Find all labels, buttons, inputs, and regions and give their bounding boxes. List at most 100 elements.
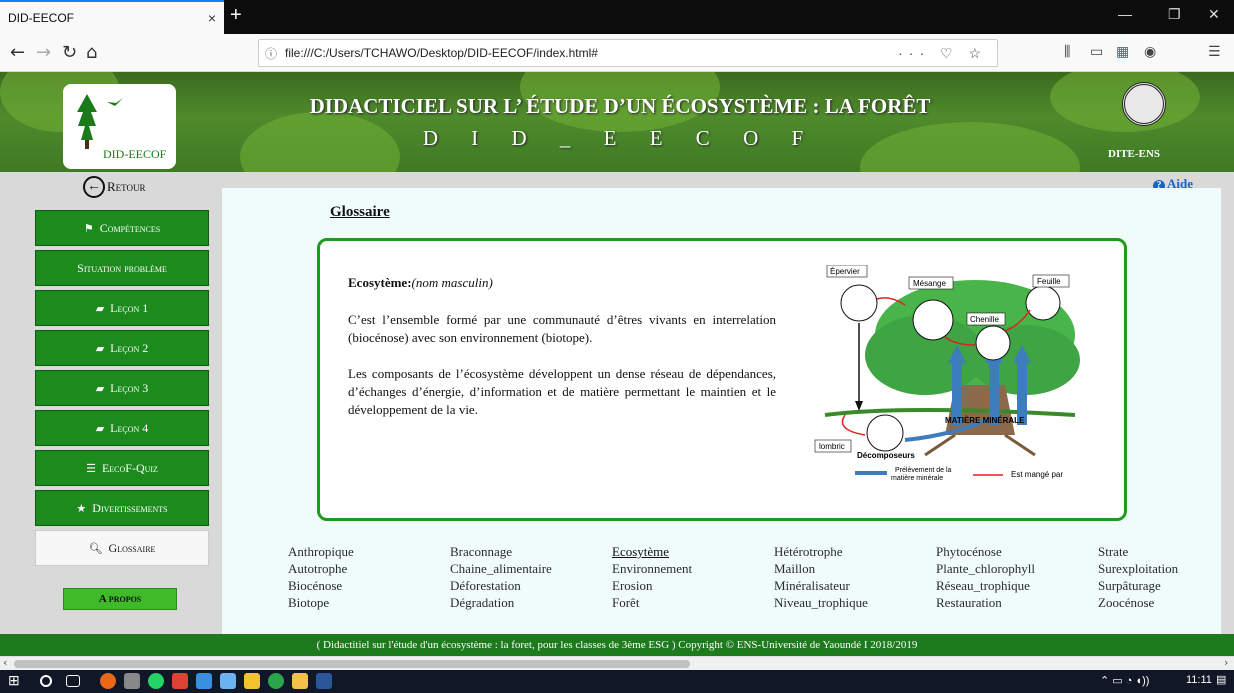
window-close-icon[interactable]: ✕: [1208, 6, 1220, 22]
word-icon[interactable]: [316, 673, 332, 689]
extension-icon[interactable]: ▦: [1116, 44, 1130, 60]
glossary-term[interactable]: Surpâturage: [1098, 578, 1161, 593]
glossary-column-4: Hétérotrophe Maillon Minéralisateur Nive…: [774, 544, 868, 612]
menu-quiz[interactable]: ☰EecoF-Quiz: [35, 450, 209, 486]
star-icon: ★: [76, 502, 87, 515]
back-link[interactable]: ← Retour: [83, 176, 146, 198]
tab-title: DID-EECOF: [8, 11, 74, 25]
menu-lecon-4[interactable]: ▰Leçon 4: [35, 410, 209, 446]
system-tray-icons[interactable]: ⌃ ▭ ◔ ◖)): [1100, 675, 1150, 687]
reload-icon[interactable]: ↻: [62, 42, 78, 63]
app-icon[interactable]: [172, 673, 188, 689]
glossary-term[interactable]: Phytocénose: [936, 544, 1002, 559]
glossary-term[interactable]: Réseau_trophique: [936, 578, 1030, 593]
close-tab-icon[interactable]: ×: [207, 10, 216, 26]
clock[interactable]: 11:11: [1186, 674, 1212, 686]
glossary-column-1: Anthropique Autotrophe Biocénose Biotope: [288, 544, 354, 612]
browser-tab[interactable]: DID-EECOF ×: [0, 0, 224, 34]
glossary-term[interactable]: Zoocénose: [1098, 595, 1155, 610]
glossary-term[interactable]: Dégradation: [450, 595, 515, 610]
home-icon[interactable]: ⌂: [86, 42, 98, 63]
glossary-column-6: Strate Surexploitation Surpâturage Zoocé…: [1098, 544, 1178, 612]
glossary-term[interactable]: Biocénose: [288, 578, 343, 593]
glossary-term[interactable]: Erosion: [612, 578, 653, 593]
account-icon[interactable]: ◉: [1144, 44, 1157, 60]
scrollbar-thumb[interactable]: [14, 660, 690, 668]
paint-icon[interactable]: [244, 673, 260, 689]
info-icon[interactable]: ⓘ: [265, 46, 278, 61]
menu-situation[interactable]: Situation problème: [35, 250, 209, 286]
calculator-icon[interactable]: [124, 673, 140, 689]
windows-start-icon[interactable]: ⊞: [8, 672, 20, 688]
logo-text: DID-EECOF: [103, 147, 167, 161]
glossary-term[interactable]: Restauration: [936, 595, 1002, 610]
firefox-icon[interactable]: [100, 673, 116, 689]
mail-icon[interactable]: [196, 673, 212, 689]
menu-glossaire[interactable]: 🔍︎Glossaire: [35, 530, 209, 566]
forward-icon[interactable]: →: [36, 42, 52, 63]
glossary-term[interactable]: Forêt: [612, 595, 640, 610]
notepad-icon[interactable]: [220, 673, 236, 689]
chrome-icon[interactable]: [268, 673, 284, 689]
browser-navbar: ← → ↻ ⌂ ⓘ file:///C:/Users/TCHAWO/Deskto…: [0, 34, 1234, 72]
search-icon: 🔍︎: [88, 542, 103, 555]
glossary-term[interactable]: Maillon: [774, 561, 816, 576]
glossary-term[interactable]: Autotrophe: [288, 561, 348, 576]
glossary-column-3: Ecosytème Environnement Erosion Forêt: [612, 544, 692, 612]
search-icon[interactable]: [40, 675, 52, 687]
glossary-term-current[interactable]: Ecosytème: [612, 544, 670, 559]
help-label: Aide: [1167, 176, 1193, 191]
glossary-column-2: Braconnage Chaine_alimentaire Déforestat…: [450, 544, 552, 612]
glossary-term[interactable]: Strate: [1098, 544, 1129, 559]
glossary-term[interactable]: Braconnage: [450, 544, 513, 559]
glossary-term[interactable]: Minéralisateur: [774, 578, 850, 593]
horizontal-scrollbar[interactable]: ‹ ›: [0, 656, 1234, 670]
scroll-left-icon[interactable]: ‹: [3, 656, 8, 669]
back-label: Retour: [107, 179, 146, 194]
glossary-term[interactable]: Biotope: [288, 595, 330, 610]
url-text: file:///C:/Users/TCHAWO/Desktop/DID-EECO…: [285, 46, 598, 60]
book-icon: ▰: [95, 342, 105, 355]
glossary-term[interactable]: Surexploitation: [1098, 561, 1179, 576]
label-feuille: Feuille: [1037, 277, 1061, 286]
glossary-term[interactable]: Déforestation: [450, 578, 521, 593]
whatsapp-icon[interactable]: [148, 673, 164, 689]
new-tab-button[interactable]: +: [230, 4, 242, 26]
file-explorer-icon[interactable]: [292, 673, 308, 689]
content-panel: Glossaire Ecosytème:(nom masculin) C’est…: [222, 188, 1221, 634]
label-mesange: Mésange: [913, 279, 946, 288]
sidebar-icon[interactable]: ▭: [1090, 44, 1104, 60]
definition-box: Ecosytème:(nom masculin) C’est l’ensembl…: [317, 238, 1127, 521]
label-matiere: MATIÈRE MINÉRALE: [945, 416, 1025, 425]
glossary-term[interactable]: Chaine_alimentaire: [450, 561, 552, 576]
notifications-icon[interactable]: ▤: [1216, 674, 1227, 686]
url-bar[interactable]: ⓘ file:///C:/Users/TCHAWO/Desktop/DID-EE…: [258, 39, 998, 67]
task-view-icon[interactable]: [66, 675, 80, 687]
glossary-term[interactable]: Plante_chlorophyll: [936, 561, 1035, 576]
glossary-column-5: Phytocénose Plante_chlorophyll Réseau_tr…: [936, 544, 1035, 612]
label-lombric: lombric: [819, 442, 845, 451]
menu-competences[interactable]: ⚑Compétences: [35, 210, 209, 246]
glossary-term[interactable]: Hétérotrophe: [774, 544, 843, 559]
library-icon[interactable]: ⫼: [1064, 44, 1071, 60]
menu-lecon-3[interactable]: ▰Leçon 3: [35, 370, 209, 406]
back-icon[interactable]: ←: [10, 42, 26, 63]
menu-lecon-2[interactable]: ▰Leçon 2: [35, 330, 209, 366]
book-icon: ▰: [95, 422, 105, 435]
list-icon: ☰: [86, 462, 96, 475]
site-subtitle: D I D _ E E C O F: [422, 126, 818, 150]
page-actions-icon[interactable]: ··· ♡ ☆: [898, 44, 987, 61]
menu-divertissements[interactable]: ★Divertissements: [35, 490, 209, 526]
minimize-icon[interactable]: —: [1118, 6, 1132, 22]
menu-icon[interactable]: ☰: [1208, 44, 1221, 60]
glossary-term[interactable]: Niveau_trophique: [774, 595, 868, 610]
back-arrow-icon: ←: [83, 176, 105, 198]
scroll-right-icon[interactable]: ›: [1224, 656, 1229, 669]
glossary-term[interactable]: Anthropique: [288, 544, 354, 559]
bird-icon: [107, 98, 123, 106]
apropos-button[interactable]: A propos: [63, 588, 177, 610]
restore-icon[interactable]: ❐: [1168, 6, 1181, 22]
glossary-term[interactable]: Environnement: [612, 561, 693, 576]
menu-lecon-1[interactable]: ▰Leçon 1: [35, 290, 209, 326]
term-gender: (nom masculin): [411, 275, 493, 290]
